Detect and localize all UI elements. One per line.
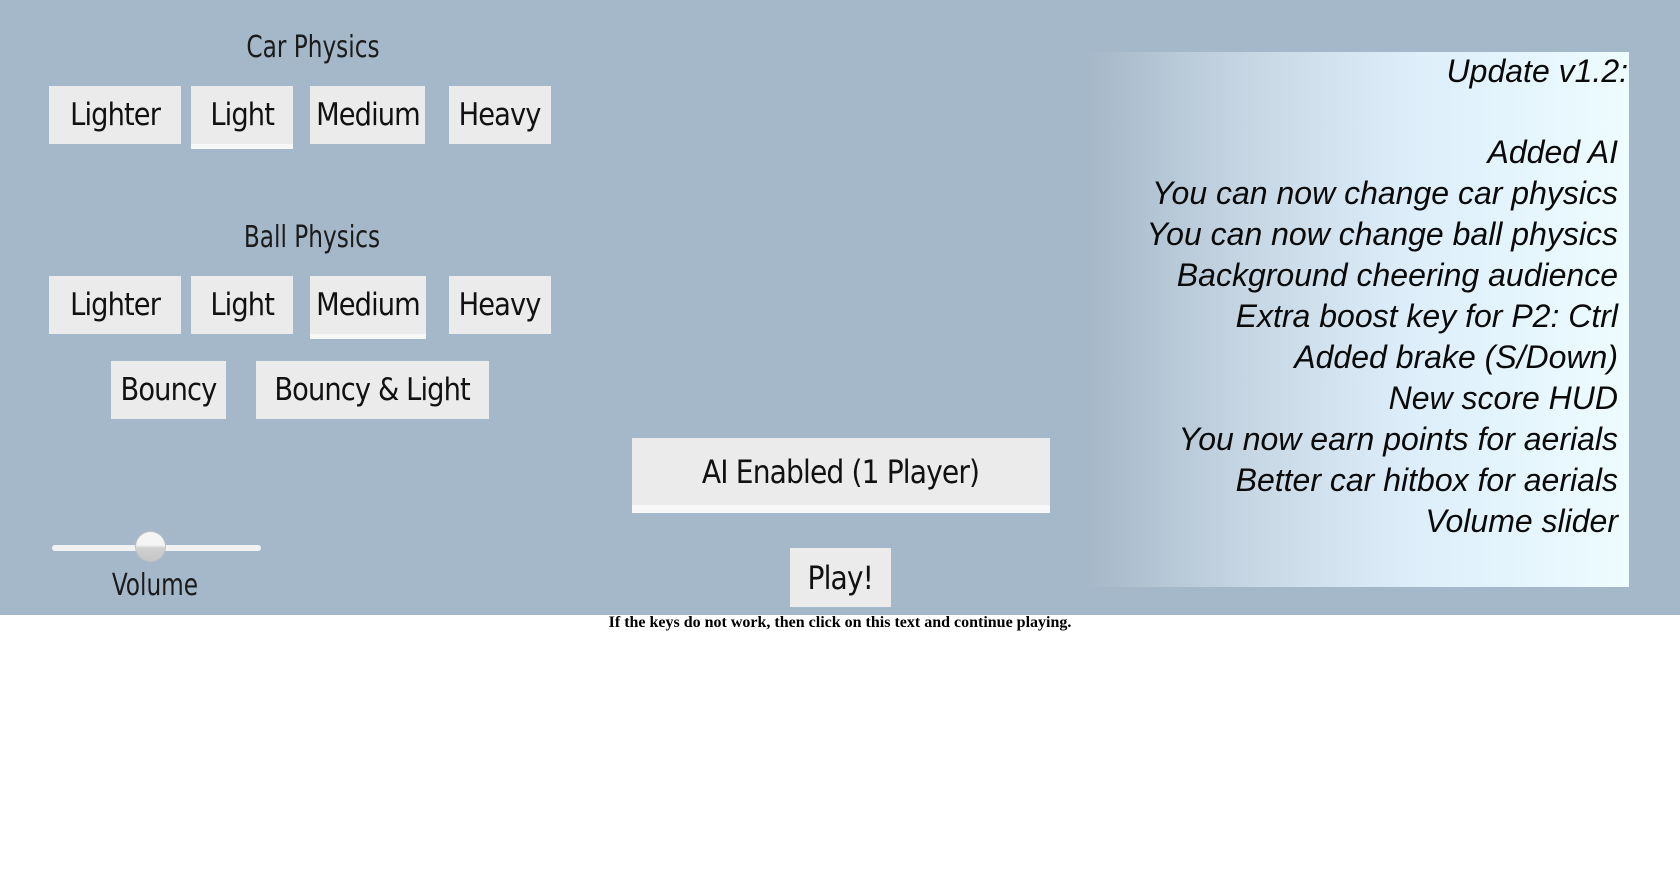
update-line: You can now change ball physics <box>1146 216 1618 252</box>
volume-slider-thumb[interactable] <box>135 532 165 561</box>
ball-physics-title: Ball Physics <box>243 220 381 255</box>
update-line: Background cheering audience <box>1176 257 1618 293</box>
ball-medium-button[interactable]: Medium <box>310 276 426 339</box>
update-line: Extra boost key for P2: Ctrl <box>1235 298 1618 334</box>
car-physics-title: Car Physics <box>246 30 380 65</box>
update-line: You can now change car physics <box>1151 175 1618 211</box>
ball-heavy-button[interactable]: Heavy <box>449 276 551 334</box>
car-light-button[interactable]: Light <box>191 86 293 149</box>
game-canvas[interactable]: Car Physics Lighter Light Medium Heavy B… <box>0 0 1680 615</box>
ball-light-button[interactable]: Light <box>191 276 293 334</box>
car-heavy-button[interactable]: Heavy <box>449 86 551 144</box>
update-line: Added brake (S/Down) <box>1294 339 1618 375</box>
update-line: Volume slider <box>1425 503 1618 539</box>
update-notes-panel: Update v1.2: Added AI You can now change… <box>1086 52 1629 587</box>
update-line: You now earn points for aerials <box>1178 421 1618 457</box>
ball-bouncy-light-button[interactable]: Bouncy & Light <box>256 361 489 419</box>
ball-lighter-button[interactable]: Lighter <box>49 276 181 334</box>
update-line: New score HUD <box>1388 380 1618 416</box>
ai-enabled-button[interactable]: AI Enabled (1 Player) <box>632 438 1050 513</box>
car-lighter-button[interactable]: Lighter <box>49 86 181 144</box>
update-line: Added AI <box>1487 134 1618 170</box>
car-medium-button[interactable]: Medium <box>310 86 425 144</box>
keys-help-text[interactable]: If the keys do not work, then click on t… <box>608 614 1072 631</box>
volume-label: Volume <box>111 568 199 603</box>
play-button[interactable]: Play! <box>790 548 891 607</box>
update-title: Update v1.2: <box>1446 53 1628 89</box>
ball-bouncy-button[interactable]: Bouncy <box>111 361 226 419</box>
update-line: Better car hitbox for aerials <box>1235 462 1618 498</box>
